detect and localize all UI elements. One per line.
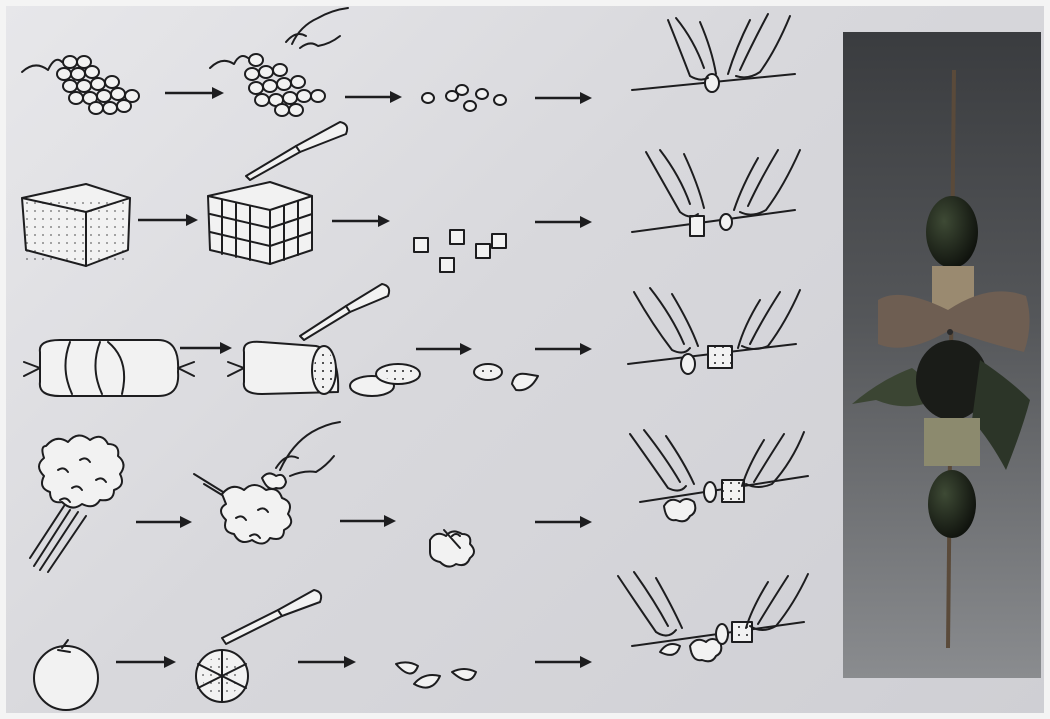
tomato-wedges-icon	[396, 662, 476, 687]
grape-bunch-icon	[22, 56, 139, 114]
arrow-icon	[535, 92, 592, 104]
grape-pieces-icon	[422, 85, 506, 111]
pick-grape-icon	[210, 8, 348, 116]
row-tomato	[34, 572, 808, 710]
arrow-icon	[535, 343, 592, 355]
cut-tomato-icon	[196, 590, 321, 702]
arrow-icon	[136, 516, 192, 528]
row-cheese	[22, 122, 800, 272]
sausage-quartered-icon	[474, 364, 538, 390]
arrow-icon	[535, 656, 592, 668]
skewer-parsley-icon	[630, 430, 808, 521]
arrow-icon	[298, 656, 356, 668]
cheese-cubes-icon	[414, 230, 506, 272]
arrow-icon	[535, 516, 592, 528]
skewer-cheese-icon	[632, 150, 800, 236]
arrow-icon	[180, 342, 232, 354]
cheese-block-icon	[22, 184, 130, 266]
arrow-icon	[416, 343, 472, 355]
tomato-whole-icon	[34, 640, 98, 710]
parsley-bunch-icon	[30, 435, 124, 572]
cut-cheese-icon	[208, 122, 347, 264]
finished-skewer-photo	[843, 32, 1041, 678]
pick-parsley-icon	[194, 422, 340, 544]
arrow-icon	[165, 87, 224, 99]
arrow-icon	[340, 515, 396, 527]
row-grape	[22, 8, 795, 116]
arrow-icon	[138, 214, 198, 226]
row-parsley	[30, 422, 808, 572]
arrow-icon	[116, 656, 176, 668]
skewer-grape-icon	[632, 14, 795, 92]
skewer-tomato-icon	[618, 572, 808, 661]
skewer-sausage-icon	[628, 288, 800, 374]
row-sausage	[24, 284, 800, 396]
arrow-icon	[345, 91, 402, 103]
parsley-sprig-icon	[430, 530, 474, 567]
sausage-whole-icon	[24, 340, 194, 396]
arrow-icon	[332, 215, 390, 227]
arrow-icon	[535, 216, 592, 228]
sausage-slices-icon	[350, 364, 420, 396]
